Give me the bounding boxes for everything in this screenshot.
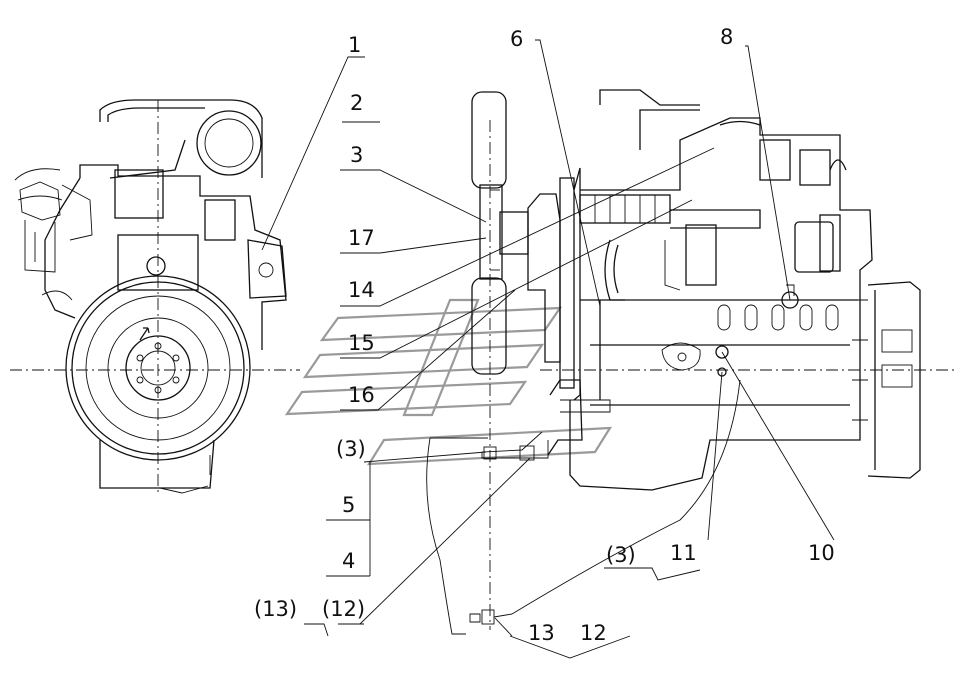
callout-14: 14: [348, 278, 375, 302]
callout-3: 3: [350, 143, 363, 167]
callout-3-paren-left: (3): [336, 437, 366, 461]
callout-1: 1: [348, 33, 361, 57]
callout-2: 2: [350, 91, 363, 115]
leader-lines: [261, 39, 835, 659]
callout-17: 17: [348, 226, 375, 250]
callout-6: 6: [510, 27, 523, 51]
callout-12: 12: [580, 621, 607, 645]
engine-front-view: [10, 99, 300, 496]
callout-13-paren: (13): [254, 597, 297, 621]
engine-side-view: [426, 89, 955, 635]
callout-11: 11: [670, 541, 697, 565]
callout-15: 15: [348, 331, 375, 355]
callout-4: 4: [342, 549, 355, 573]
callout-8: 8: [720, 25, 733, 49]
callout-13: 13: [528, 621, 555, 645]
callout-10: 10: [808, 541, 835, 565]
callout-3-paren-right: (3): [606, 543, 636, 567]
callout-12-paren: (12): [322, 597, 365, 621]
callout-labels: 1 2 3 17 14 15 16 (3) 5 4 (13) (12) 6 8 …: [254, 25, 835, 645]
callout-16: 16: [348, 383, 375, 407]
callout-5: 5: [342, 493, 355, 517]
